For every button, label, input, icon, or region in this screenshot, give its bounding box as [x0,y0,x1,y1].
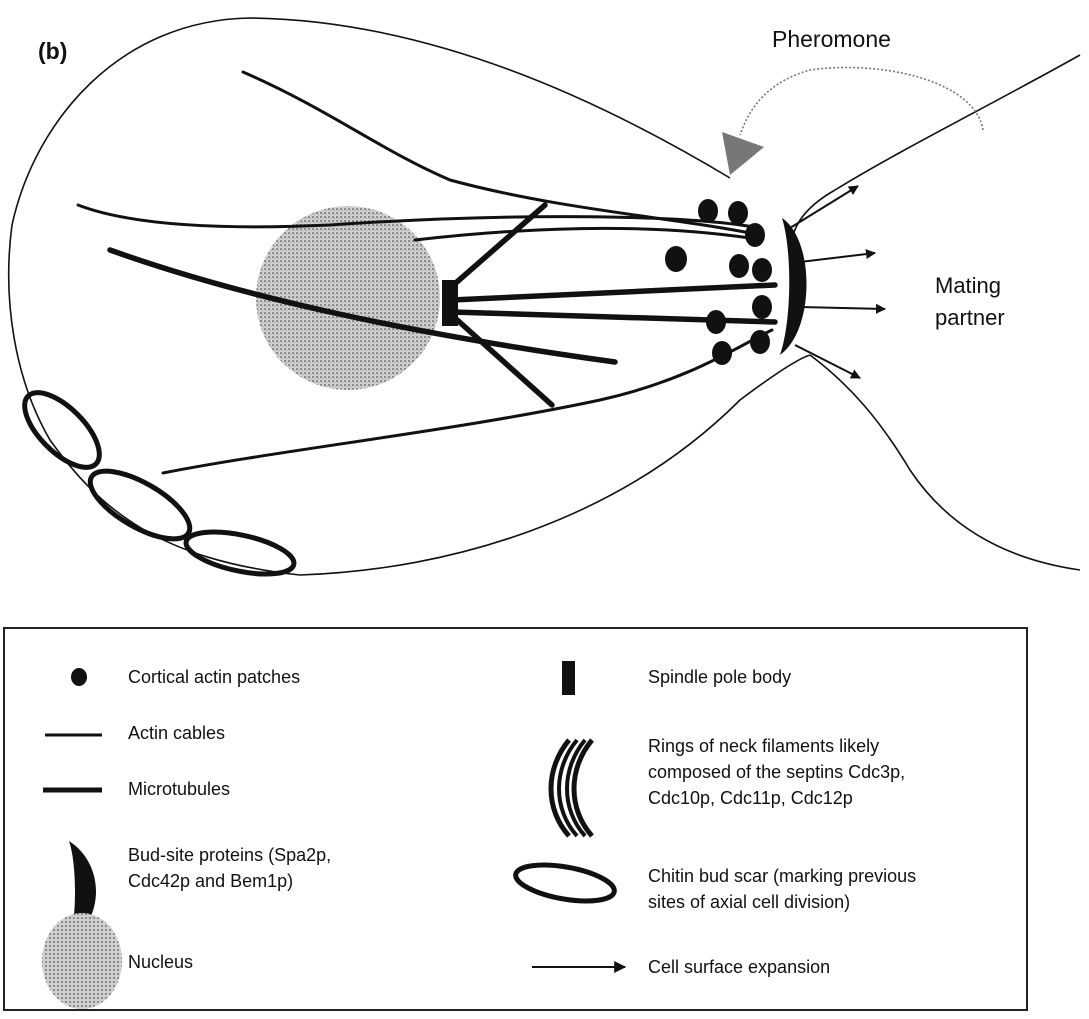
legend-label-cortical-actin-patches: Cortical actin patches [128,664,300,690]
actin-patch [752,258,772,282]
microtubule [455,318,552,405]
legend-septin-rings-symbol [551,740,592,836]
legend-label-microtubules: Microtubules [128,776,230,802]
actin-cable [415,228,750,240]
expansion-arrow [795,345,860,378]
legend-bud-site-line1: Bud-site proteins (Spa2p, [128,842,331,868]
bud-scar [81,458,200,552]
legend-septin-line2: composed of the septins Cdc3p, [648,759,905,785]
microtubule [452,312,775,322]
actin-patch [712,341,732,365]
mating-partner-label-line2: partner [935,302,1005,334]
legend-label-chitin-bud-scar: Chitin bud scar (marking previous sites … [648,863,916,915]
bud-site-proteins [780,218,807,355]
legend-actin-patch-symbol [71,668,87,686]
legend: Cortical actin patches Actin cables Micr… [3,627,1028,1011]
legend-label-septin-rings: Rings of neck filaments likely composed … [648,733,905,811]
legend-septin-line1: Rings of neck filaments likely [648,733,905,759]
expansion-arrow [790,186,858,228]
spindle-pole-body [442,280,458,326]
legend-chitin-line1: Chitin bud scar (marking previous [648,863,916,889]
actin-patch [750,330,770,354]
actin-patch [752,295,772,319]
legend-chitin-line2: sites of axial cell division) [648,889,916,915]
legend-label-nucleus: Nucleus [128,949,193,975]
pheromone-label: Pheromone [772,26,891,53]
legend-septin-line3: Cdc10p, Cdc11p, Cdc12p [648,785,905,811]
bud-scar [13,381,112,480]
chitin-bud-scars [13,381,298,583]
actin-patch [729,254,749,278]
mating-partner-label-line1: Mating [935,270,1005,302]
microtubule [452,285,775,300]
actin-patch [698,199,718,223]
pheromone-arrowhead [722,132,764,175]
legend-spindle-pole-symbol [562,661,575,695]
actin-patch [665,246,687,272]
legend-label-spindle-pole-body: Spindle pole body [648,664,791,690]
actin-patch [728,201,748,225]
actin-cable [78,205,760,228]
pheromone-arrow-path [740,68,983,136]
actin-patch [745,223,765,247]
legend-label-bud-site-proteins: Bud-site proteins (Spa2p, Cdc42p and Bem… [128,842,331,894]
actin-patch [706,310,726,334]
mating-partner-label: Mating partner [935,270,1005,334]
bud-scar [182,524,297,582]
expansion-arrow [800,253,875,262]
legend-label-cell-surface-expansion: Cell surface expansion [648,954,830,980]
nucleus [256,206,440,390]
expansion-arrow [800,307,885,309]
legend-label-actin-cables: Actin cables [128,720,225,746]
panel-label: (b) [38,38,67,65]
legend-bud-site-line2: Cdc42p and Bem1p) [128,868,331,894]
legend-chitin-scar-symbol [513,859,617,908]
cell-diagram [0,0,1089,625]
legend-nucleus-symbol [42,913,122,1009]
